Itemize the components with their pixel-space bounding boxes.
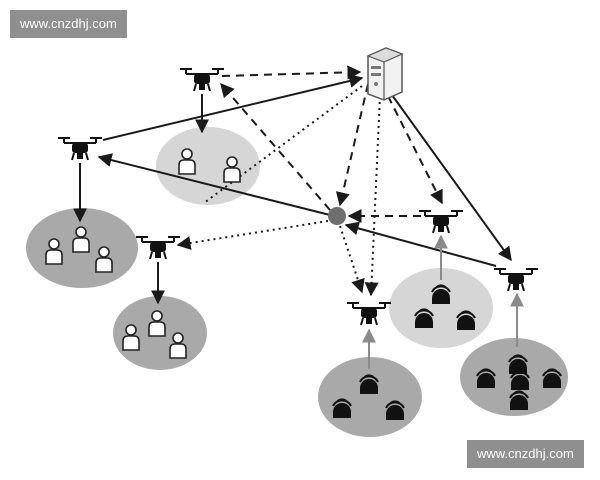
drone-icon [179,68,225,92]
link-dashed-server-to-hub [336,83,369,207]
person-icon [122,324,140,351]
person-icon [95,246,113,273]
person-icon [223,156,241,183]
link-dotted-hub-to-drone-bottom-center [339,225,365,294]
zone-sensors-bottom-right [460,338,568,416]
drone-icon [57,137,103,161]
drone-icon [135,236,181,260]
drone-icon [493,268,539,292]
person-icon [45,238,63,265]
zone-users-top [156,127,260,205]
drone-icon [346,302,392,326]
person-icon [178,148,196,175]
link-dotted-server-to-drone-bottom-center [364,95,381,297]
link-dotted-hub-to-drone-middle-left [176,220,329,250]
link-dotted-server-to-users-top [203,85,363,204]
zones [26,127,568,437]
person-icon [72,226,90,253]
watermark-top: www.cnzdhj.com [10,10,127,38]
link-dashed-server-to-drone-right-upper [387,95,443,205]
link-solid-drone-left-to-server [102,74,364,141]
server-icon [366,47,404,101]
link-dashed-drone-top-to-server [221,65,362,80]
link-solid-hub-to-drone-left [97,153,331,216]
watermark-bottom: www.cnzdhj.com [467,440,584,468]
person-icon [148,310,166,337]
links [73,65,524,369]
person-icon [169,332,187,359]
drone-icon [418,210,464,234]
link-solid-drone-right-lower-to-hub [344,221,497,267]
relay-hub-dot [328,207,346,225]
link-solid-server-to-drone-right-lower [391,94,512,262]
